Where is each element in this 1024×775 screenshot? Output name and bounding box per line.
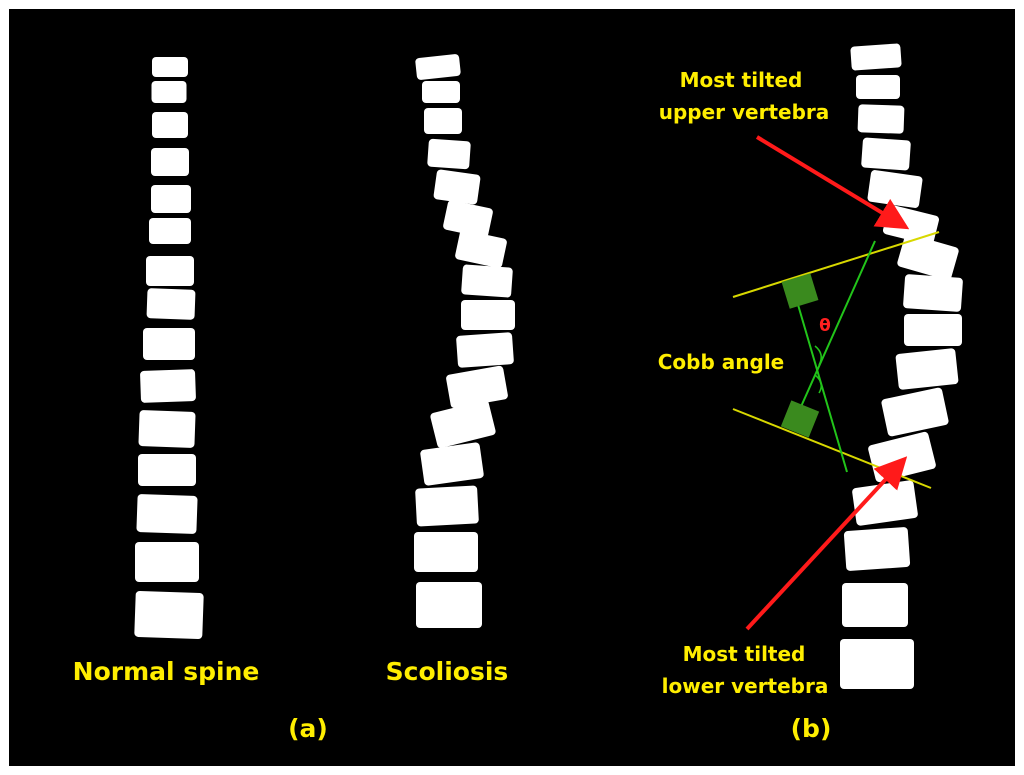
lower-right-angle-marker — [780, 400, 820, 438]
vertebra — [146, 288, 196, 320]
vertebra — [868, 431, 936, 483]
upper-right-angle-marker — [781, 273, 819, 309]
vertebra — [151, 185, 191, 213]
scoliosis-spine — [414, 54, 515, 628]
vertebra — [416, 582, 482, 628]
lower-vertebra-label-line2: lower vertebra — [662, 674, 829, 698]
vertebra — [455, 230, 507, 268]
vertebra — [857, 104, 905, 134]
cobb-angle-label: Cobb angle — [658, 350, 784, 374]
vertebra — [456, 332, 514, 368]
vertebra — [840, 639, 914, 689]
upper-vertebra-label-line2: upper vertebra — [659, 100, 830, 124]
upper-vertebra-arrow — [755, 135, 910, 230]
normal-spine-label: Normal spine — [73, 657, 260, 686]
vertebra — [149, 218, 191, 244]
vertebra — [856, 75, 900, 99]
diagram-canvas: Normal spine Scoliosis (a) (b) Most tilt… — [9, 9, 1015, 766]
vertebra — [904, 314, 962, 346]
vertebra — [843, 527, 911, 571]
vertebra — [134, 590, 204, 640]
vertebra — [151, 148, 189, 176]
vertebra — [415, 54, 461, 80]
vertebra — [146, 256, 194, 286]
vertebra — [138, 454, 196, 486]
diagram-svg: Normal spine Scoliosis (a) (b) Most tilt… — [73, 43, 963, 743]
vertebra — [852, 480, 918, 526]
vertebra — [427, 138, 471, 170]
vertebra — [895, 348, 959, 390]
vertebra — [461, 264, 513, 298]
lower-perpendicular-line — [790, 240, 876, 430]
vertebra — [850, 43, 902, 71]
vertebra — [443, 200, 493, 238]
upper-endplate-line — [732, 231, 940, 298]
theta-symbol: θ — [819, 316, 831, 336]
vertebra — [461, 300, 515, 330]
vertebra — [136, 494, 198, 534]
lower-vertebra-label-line1: Most tilted — [683, 642, 806, 666]
vertebra — [152, 57, 188, 77]
vertebra — [446, 365, 508, 409]
vertebra — [152, 112, 188, 138]
scoliosis-label: Scoliosis — [386, 657, 509, 686]
upper-vertebra-label-line1: Most tilted — [680, 68, 803, 92]
vertebra — [430, 400, 496, 448]
vertebra — [138, 410, 196, 448]
vertebra — [420, 442, 484, 486]
vertebra — [903, 274, 963, 312]
angle-arc-lower — [814, 374, 822, 394]
vertebra — [861, 137, 911, 171]
vertebra — [433, 169, 481, 205]
vertebra — [135, 542, 199, 582]
vertebra — [424, 108, 462, 134]
panel-a-caption: (a) — [288, 714, 328, 743]
vertebra — [881, 387, 949, 437]
cobb-spine — [840, 43, 963, 689]
vertebra — [140, 369, 196, 403]
vertebra — [414, 532, 478, 572]
vertebra — [422, 81, 460, 103]
vertebra — [842, 583, 908, 627]
vertebra — [867, 170, 923, 208]
vertebra — [897, 233, 959, 281]
vertebra — [151, 81, 187, 103]
panel-b-caption: (b) — [791, 714, 832, 743]
lower-vertebra-arrow — [745, 456, 908, 631]
angle-arc-upper — [814, 345, 822, 366]
normal-spine — [134, 57, 204, 640]
vertebra — [415, 485, 479, 527]
vertebra — [143, 328, 195, 360]
